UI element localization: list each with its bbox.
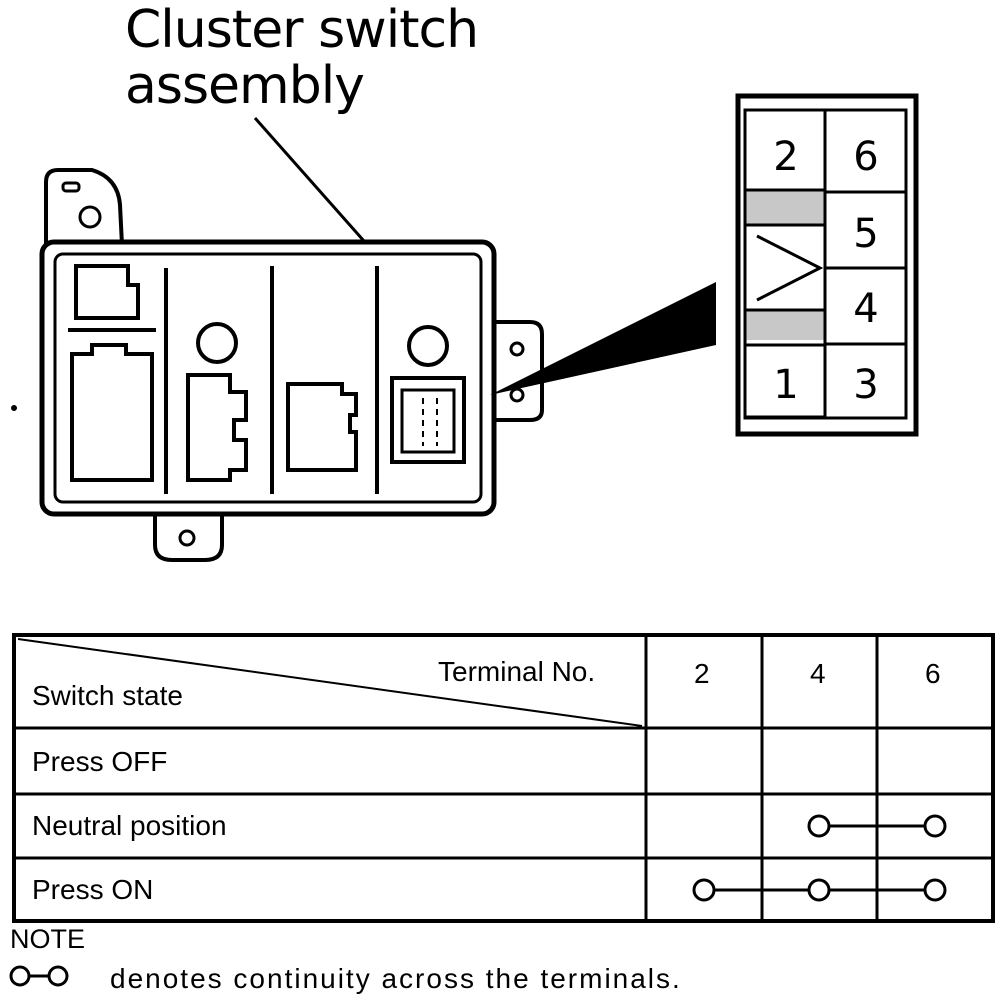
table-grid [12, 633, 995, 923]
housing-inner-border [53, 252, 483, 504]
terminal-label-4: 4 [853, 286, 878, 332]
terminal-label-2: 2 [773, 134, 798, 180]
header-terminal-no: Terminal No. [438, 656, 596, 687]
stray-dot [11, 405, 17, 411]
continuity-terminal-6 [923, 814, 947, 838]
continuity-markers [692, 814, 947, 902]
switch-assembly-diagram: 2 1 6 5 4 3 [11, 93, 919, 562]
switch-housing [39, 239, 497, 517]
continuity-terminal-6 [923, 878, 947, 902]
note-text: denotes continuity across the terminals. [110, 963, 682, 994]
note-title: NOTE [10, 924, 86, 954]
tab-hole [78, 205, 102, 229]
tab-slot [61, 181, 81, 193]
continuity-terminal-2 [692, 878, 716, 902]
terminal-label-5: 5 [853, 211, 878, 257]
header-switch-state: Switch state [32, 680, 183, 711]
header-diagonal [17, 638, 643, 727]
row-label-press-off: Press OFF [32, 746, 168, 777]
right-mounting-tab [492, 320, 544, 422]
title-line-1: Cluster switch [125, 0, 479, 60]
terminal-label-1: 1 [773, 362, 798, 408]
cluster-switch-connector [390, 376, 466, 464]
continuity-table: Terminal No. Switch state 2 4 6 Press OF… [0, 620, 1008, 925]
continuity-terminal-4 [807, 814, 831, 838]
terminal-column-2: 2 [694, 658, 710, 689]
zoom-wedge [490, 282, 716, 395]
continuity-symbol-icon [9, 965, 69, 987]
terminal-column-4: 4 [810, 658, 826, 689]
row-label-neutral-position: Neutral position [32, 810, 227, 841]
terminal-label-6: 6 [853, 134, 878, 180]
row-label-press-on: Press ON [32, 874, 154, 905]
terminal-label-3: 3 [853, 362, 878, 408]
terminal-grid: 2 1 6 5 4 3 [735, 93, 919, 437]
title-line-2: assembly [125, 56, 365, 116]
continuity-terminal-4 [807, 878, 831, 902]
bottom-mounting-tab [153, 510, 224, 562]
terminal-column-6: 6 [925, 658, 941, 689]
